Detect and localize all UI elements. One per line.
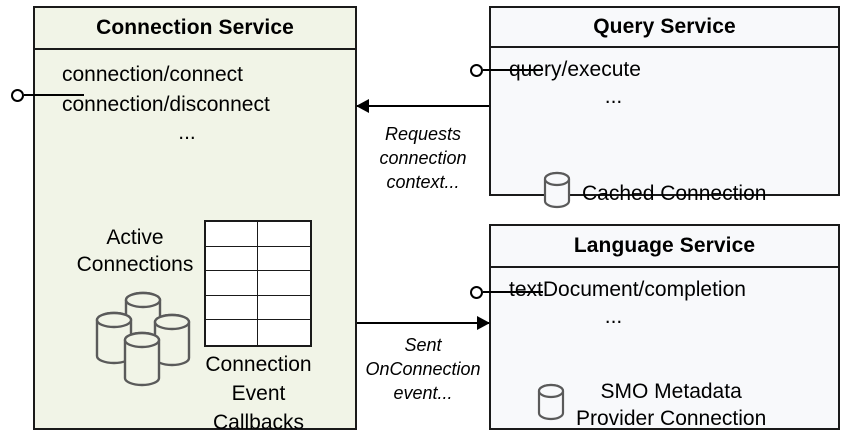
query-service-operations: query/execute ... (491, 55, 838, 109)
edge-label-line1: Sent (404, 335, 442, 355)
smo-label-line1: SMO Metadata (600, 380, 742, 403)
edge-label-connection-to-language: Sent OnConnection event... (357, 333, 489, 405)
query-service-body: query/execute ... Cached Connection (491, 48, 838, 209)
lollipop-stem (483, 69, 543, 71)
database-cylinder-icon (542, 170, 572, 216)
table-cell (258, 222, 310, 247)
edge-label-line3: context... (386, 172, 460, 192)
edge-label-query-to-connection: Requests connection context... (357, 122, 489, 194)
edge-line (357, 322, 489, 324)
lollipop-interface-icon (470, 63, 483, 77)
connection-service-operations: connection/connect connection/disconnect… (35, 60, 382, 146)
arrowhead-left-icon (356, 99, 369, 113)
callbacks-label-line1: Connection (205, 353, 312, 376)
operation-connection-disconnect: connection/disconnect (62, 93, 270, 116)
operation-query-execute: query/execute (509, 58, 641, 81)
query-service-title: Query Service (491, 8, 838, 48)
edge-label-line2: connection (379, 148, 467, 168)
connection-service-title: Connection Service (35, 8, 355, 50)
language-service-title: Language Service (491, 226, 838, 268)
smo-label-line2: Provider Connection (576, 407, 767, 430)
table-cell (258, 271, 310, 296)
connection-service-operations-ellipsis: ... (178, 121, 196, 144)
arrowhead-right-icon (477, 316, 490, 330)
connection-service-body: connection/connect connection/disconnect… (35, 50, 355, 434)
table-cell (206, 320, 258, 345)
language-service-operations-ellipsis: ... (604, 305, 623, 328)
connection-service-box[interactable]: Connection Service connection/connect co… (33, 6, 357, 434)
active-connections-label-line1: Active (106, 226, 164, 249)
connection-service-provided-interface-icon[interactable] (11, 87, 84, 103)
connection-event-callbacks-label: Connection Event Callbacks (180, 350, 337, 436)
table-cell (258, 295, 310, 321)
connection-event-callbacks-table[interactable] (204, 220, 312, 347)
query-service-box[interactable]: Query Service query/execute ... Cached C… (489, 6, 840, 209)
callbacks-label-line2: Event (231, 382, 286, 405)
operation-textdocument-completion: textDocument/completion (509, 278, 746, 301)
smo-metadata-provider-connection-label: SMO Metadata Provider Connection (576, 378, 766, 432)
query-service-provided-interface-icon[interactable] (470, 62, 543, 78)
database-cluster-icon (87, 288, 217, 388)
edge-label-line3: event... (393, 383, 453, 403)
lollipop-interface-icon (11, 88, 24, 102)
active-connections-label-line2: Connections (76, 253, 194, 276)
database-cylinder-icon (536, 382, 566, 428)
table-cell (206, 271, 258, 296)
query-service-operations-ellipsis: ... (604, 85, 623, 108)
cached-connection-label: Cached Connection (582, 181, 767, 205)
table-cell (206, 222, 258, 247)
language-service-provided-interface-icon[interactable] (470, 284, 543, 300)
edge-line (357, 105, 489, 107)
language-service-body: textDocument/completion ... SMO Metadata… (491, 268, 838, 430)
cached-connection-resource: Cached Connection (542, 170, 766, 216)
operation-connection-connect: connection/connect (62, 63, 243, 86)
language-service-box[interactable]: Language Service textDocument/completion… (489, 224, 840, 430)
smo-metadata-provider-connection-resource: SMO Metadata Provider Connection (536, 378, 766, 432)
edge-label-line2: OnConnection (365, 359, 481, 379)
callbacks-label-line3: Callbacks (212, 411, 305, 434)
table-cell (206, 246, 258, 272)
table-cell (206, 295, 258, 321)
active-connections-label: Active Connections (49, 224, 221, 278)
lollipop-interface-icon (470, 285, 483, 299)
table-cell (258, 246, 310, 272)
lollipop-stem (483, 291, 543, 293)
language-service-operations: textDocument/completion ... (491, 275, 838, 329)
lollipop-stem (24, 94, 84, 96)
edge-label-line1: Requests (384, 124, 462, 144)
table-cell (258, 320, 310, 345)
